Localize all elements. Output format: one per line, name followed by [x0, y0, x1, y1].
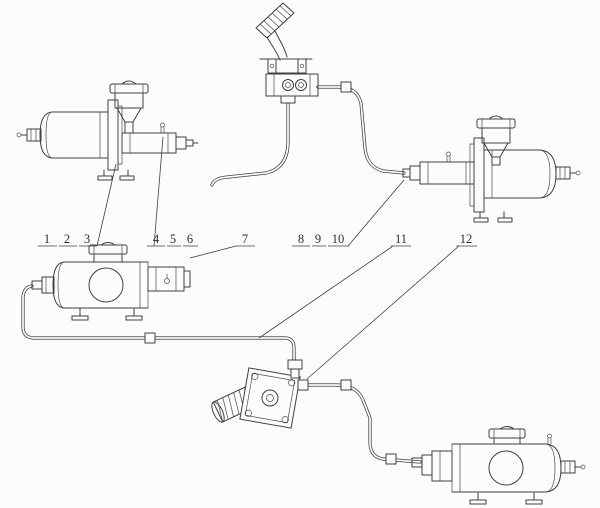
pedal-bracket — [259, 58, 313, 74]
callout-label-8: 8 — [298, 232, 304, 246]
callout-label-11: 11 — [395, 232, 407, 246]
callout-label-3: 3 — [84, 232, 90, 246]
pedal-master-cylinder-assembly — [255, 2, 319, 104]
mounting-flange — [469, 137, 513, 223]
callout-label-6: 6 — [187, 232, 193, 246]
bleeder-valve — [160, 126, 165, 134]
pedal-pad — [255, 2, 295, 39]
bolt-hole — [244, 409, 252, 417]
clamp-band — [88, 267, 124, 303]
clamp-band — [488, 450, 524, 486]
leader-line-1-2-3 — [96, 163, 117, 247]
push-rod-clevis — [560, 460, 586, 474]
fluid-reservoir — [109, 80, 149, 134]
upper-right-booster-assembly — [402, 115, 581, 223]
callout-label-4: 4 — [153, 232, 160, 246]
tube-pump-to-bottom-right-booster — [304, 379, 422, 465]
upper-left-booster-assembly — [16, 80, 199, 181]
tube-union-fitting — [340, 379, 352, 391]
callout-label-2: 2 — [64, 232, 70, 246]
center-port — [261, 389, 279, 407]
side-fitting — [297, 379, 309, 391]
mounting-feet — [71, 307, 143, 321]
air-cylinder — [39, 111, 109, 159]
pump-valve-assembly — [211, 359, 309, 429]
push-rod-clevis — [555, 166, 581, 180]
bleeder-valve — [160, 122, 165, 128]
master-cylinder-body — [265, 73, 319, 104]
leader-line-12 — [306, 245, 460, 380]
hydraulic-cylinder — [402, 151, 475, 185]
callout-label-9: 9 — [315, 232, 321, 246]
bleeder-valve — [547, 437, 552, 445]
push-rod-clevis — [16, 128, 42, 142]
pedal-pad-hatching — [259, 5, 292, 35]
hydraulic-cylinder — [147, 266, 191, 292]
callout-label-1: 1 — [44, 232, 50, 246]
callout-label-12: 12 — [460, 232, 473, 246]
callout-label-10: 10 — [332, 232, 345, 246]
bleeder-valve — [446, 155, 451, 163]
hydraulic-cylinder — [121, 122, 199, 154]
fluid-reservoir — [88, 242, 128, 263]
bolt-hole — [288, 379, 296, 387]
tube-union-fitting — [385, 453, 397, 465]
pedal-arm — [274, 30, 288, 58]
flange-plate — [239, 367, 301, 429]
air-cylinder — [451, 443, 562, 493]
callouts: 1 2 3 4 5 6 7 8 9 10 11 12 — [38, 136, 477, 380]
bottom-right-booster-assembly — [411, 426, 586, 505]
tube-left-booster-to-pump — [21, 284, 296, 362]
top-fitting — [287, 359, 303, 379]
tube-union-fitting — [340, 81, 352, 93]
bolt-hole — [281, 416, 289, 424]
leader-line-7 — [189, 245, 237, 259]
bleeder-valve — [547, 433, 552, 439]
tube-pedal-to-left — [210, 102, 290, 187]
center-port — [266, 394, 274, 402]
bolt-hole — [251, 372, 259, 380]
callout-label-5: 5 — [170, 232, 176, 246]
bleeder-valve — [164, 278, 170, 284]
callout-label-7: 7 — [242, 232, 248, 246]
tube-union-fitting — [144, 332, 156, 344]
mounting-feet — [469, 491, 543, 505]
leader-line-8-9-10 — [347, 179, 405, 247]
leader-line-4-5-6 — [153, 136, 164, 247]
leader-line-11 — [258, 245, 394, 339]
fluid-reservoir — [476, 115, 516, 166]
mid-left-booster-assembly — [31, 242, 191, 321]
pedal-arm — [266, 36, 281, 61]
inlet-fitting — [31, 276, 55, 294]
tube-pedal-to-right-booster — [316, 81, 406, 175]
inlet-fitting — [411, 450, 453, 482]
bleeder-valve — [446, 151, 451, 157]
fluid-reservoir — [488, 426, 526, 445]
air-cylinder — [52, 261, 149, 309]
